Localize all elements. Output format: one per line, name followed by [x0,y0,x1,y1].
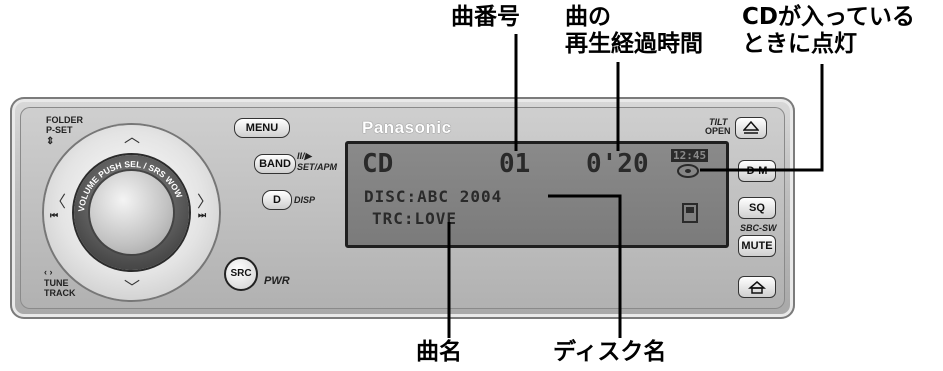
open-label: OPEN [705,126,731,136]
lcd-clock: 12:45 [671,149,709,162]
tune-label: TUNE [44,278,69,288]
disp-label: DISP [294,195,316,205]
pset-label: P-SET [46,125,73,135]
display-mode-icon [682,203,698,223]
sq-button[interactable]: SQ [738,197,776,219]
lcd-disc-line: DISC:ABC 2004 [364,187,503,206]
left-arrow-icon[interactable]: 〈 [50,192,67,211]
band-button[interactable]: BAND [254,154,296,174]
volume-knob[interactable] [90,171,173,254]
right-arrow-icon[interactable]: 〉 [197,192,214,211]
d-button[interactable]: D [262,190,292,210]
lcd-elapsed-time: 0'20 [586,149,649,179]
disc-icon [677,164,699,178]
callout-track-name: 曲名 [416,339,462,365]
eject-button[interactable] [735,117,767,139]
next-track-icon: ⏭ [198,210,207,220]
menu-button[interactable]: MENU [234,118,290,138]
folder-label: FOLDER [46,115,83,125]
eject-icon [742,120,760,134]
lcd-track-line: TRC:LOVE [372,209,458,228]
mute-button[interactable]: MUTE [738,235,776,257]
tune-arrows-icon: ‹ › [44,267,53,277]
down-arrow-icon[interactable]: ﹀ [124,278,141,297]
up-arrow-icon[interactable]: ︿ [124,127,141,146]
lcd-source: CD [362,149,394,179]
brand-logo: Panasonic [362,118,452,137]
lcd-display: CD 01 0'20 12:45 DISC:ABC 2004 TRC:LOVE [345,141,729,248]
track-label: TRACK [44,288,76,298]
dm-button[interactable]: D·M [738,160,776,182]
pwr-label: PWR [264,275,290,287]
play-pause-label: II/▶ [297,151,312,161]
callout-disc-name: ディスク名 [553,339,667,365]
sbc-sw-label: SBC-SW [740,223,777,233]
callout-track-number: 曲番号 [451,4,520,30]
lcd-track-number: 01 [499,149,531,179]
prev-track-icon: ⏮ [50,210,59,220]
tilt-home-button[interactable] [738,276,776,298]
tilt-home-icon [747,281,767,294]
callout-cd-indicator: CDが入っている ときに点灯 [742,4,915,57]
set-apm-label: SET/APM [297,162,338,172]
callout-elapsed-time: 曲の 再生経過時間 [565,4,703,57]
src-button[interactable]: SRC [224,257,258,291]
folder-updown-icon: ⇕ [46,136,55,147]
